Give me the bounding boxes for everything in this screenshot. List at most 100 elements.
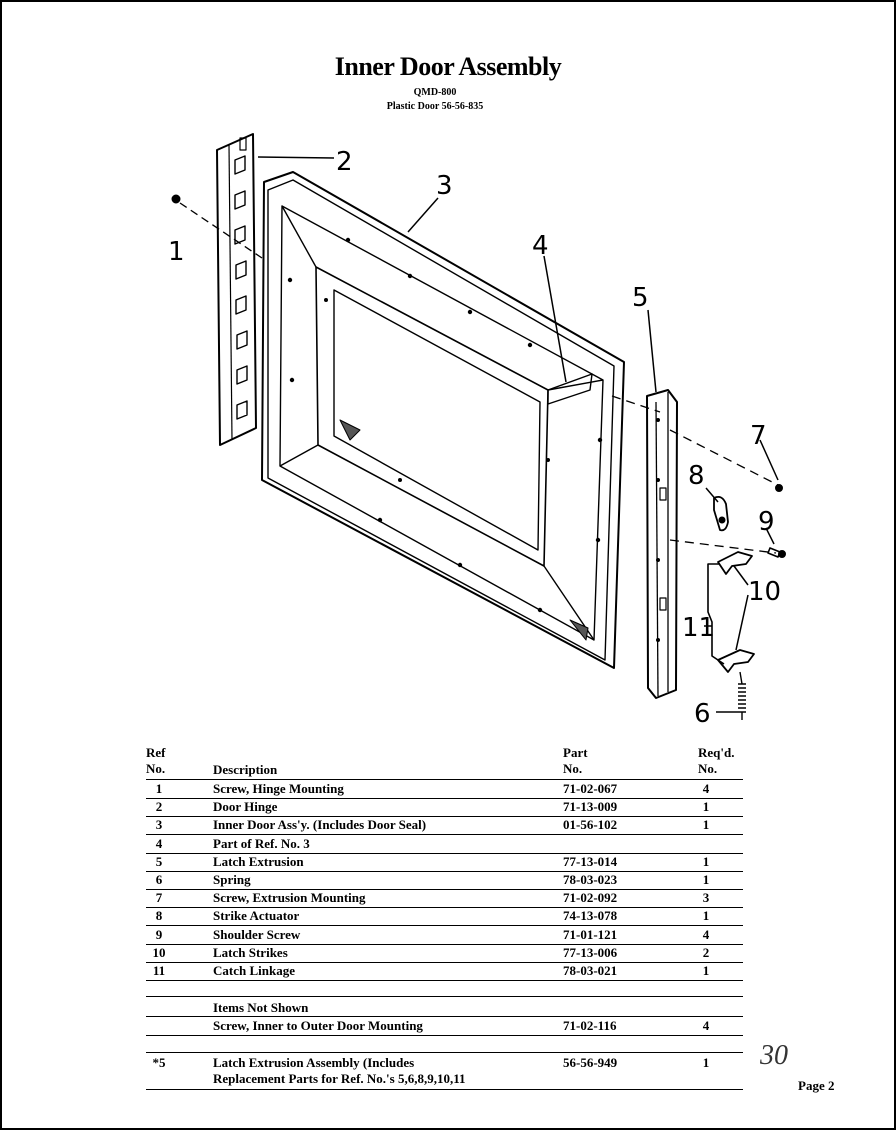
callout-5: 5 [632, 283, 649, 313]
section-rule-2 [146, 1016, 743, 1017]
hinge-mounting-screw [171, 194, 263, 259]
row-rule [146, 870, 743, 872]
cell-description: Screw, Hinge Mounting [213, 781, 344, 796]
cell-part: 77-13-014 [563, 853, 618, 869]
cell-description: Latch Extrusion [213, 853, 304, 869]
callout-11: 11 [682, 613, 715, 643]
cell-ref: 7 [155, 890, 163, 906]
callout-8: 8 [688, 461, 705, 491]
callout-9: 9 [758, 507, 775, 537]
callout-3: 3 [436, 171, 453, 201]
table-row: 10 Latch Strikes 77-13-006 2 [146, 945, 743, 963]
row-rule [146, 961, 743, 963]
latch-extrusion [646, 389, 678, 699]
cell-part: 78-03-023 [563, 872, 618, 887]
cell-description: Spring [213, 872, 251, 887]
table-row: 4 Part of Ref. No. 3 [146, 836, 743, 854]
cell-description: Part of Ref. No. 3 [213, 835, 310, 851]
cell-qty: 1 [702, 817, 710, 833]
assembly-top-rule [146, 1052, 743, 1053]
cell-qty: 1 [702, 853, 710, 869]
cell-qty: 4 [702, 926, 710, 942]
row-rule [146, 816, 743, 818]
cell-part: 77-13-006 [563, 944, 618, 960]
header-description: Description [213, 762, 278, 777]
header-part: Part No. [563, 745, 588, 776]
spring [738, 671, 746, 720]
cell-ref: 5 [155, 853, 163, 869]
shoulder-screw [767, 547, 786, 558]
assembly-guide-lines [611, 395, 779, 554]
table-row: 6 Spring 78-03-023 1 [146, 872, 743, 890]
cell-description: Catch Linkage [213, 963, 295, 978]
cell-ref: 2 [155, 799, 163, 815]
assembly-row: *5 Latch Extrusion Assembly (Includes Re… [152, 1055, 710, 1086]
cell-part: 71-02-092 [563, 890, 618, 906]
section-rule [146, 996, 743, 997]
exploded-parts-diagram: 1 2 3 4 5 6 7 8 9 10 11 [168, 133, 786, 729]
cell-ref: 9 [155, 926, 163, 942]
row-rule [146, 980, 743, 981]
table-row: 5 Latch Extrusion 77-13-014 1 [146, 854, 743, 872]
cell-part: 78-03-021 [563, 963, 618, 978]
callout-1: 1 [168, 237, 185, 267]
cell-ref: 1 [155, 781, 163, 796]
inner-door-frame [261, 171, 625, 669]
cell-description: Screw, Extrusion Mounting [213, 890, 366, 906]
cell-ref: 6 [155, 872, 163, 887]
header-qty: Req'd. No. [698, 745, 735, 776]
row-rule [146, 889, 743, 890]
strike-actuator [713, 495, 729, 532]
cell-qty: 4 [702, 781, 710, 796]
row-rule [146, 834, 743, 836]
callout-leader-lines [257, 156, 779, 713]
cell-ref: 4 [155, 835, 163, 851]
callout-10: 10 [748, 577, 781, 607]
cell-description: Inner Door Ass'y. (Includes Door Seal) [213, 817, 427, 833]
handwritten-mark: 30 [760, 1040, 788, 1071]
cell-qty: 1 [702, 872, 710, 887]
callout-labels: 1 2 3 4 5 6 7 8 9 10 11 [168, 147, 781, 729]
cell-description: Latch Strikes [213, 944, 288, 960]
row-rule [146, 925, 743, 927]
cell-part: 71-13-009 [563, 799, 618, 815]
latch-strike-lower [717, 649, 755, 673]
callout-2: 2 [336, 147, 353, 177]
table-row: 2 Door Hinge 71-13-009 1 [146, 799, 743, 817]
cell-qty: 3 [702, 890, 710, 906]
not-shown-rule [146, 1035, 743, 1036]
cell-part: 74-13-078 [563, 908, 618, 924]
cell-qty: 1 [702, 799, 710, 815]
cell-ref: 11 [152, 963, 166, 978]
assembly-description-line1: Latch Extrusion Assembly (Includes [213, 1055, 415, 1070]
catch-linkage [707, 563, 725, 665]
extrusion-mounting-screw [775, 484, 783, 492]
cell-part: 01-56-102 [563, 817, 618, 833]
table-row: 7 Screw, Extrusion Mounting 71-02-092 3 [146, 890, 743, 908]
row-rule [146, 852, 743, 854]
assembly-bottom-rule [146, 1089, 743, 1090]
assembly-description-line2: Replacement Parts for Ref. No.'s 5,6,8,9… [213, 1071, 466, 1086]
header-rule [146, 779, 743, 780]
callout-6: 6 [694, 699, 711, 729]
row-rule [146, 907, 743, 909]
row-rule [146, 798, 743, 799]
not-shown-heading: Items Not Shown [213, 1000, 309, 1015]
cell-description: Door Hinge [213, 799, 278, 815]
cell-ref: 10 [152, 944, 166, 960]
cell-ref: 8 [155, 908, 163, 924]
door-hinge [216, 133, 257, 446]
header-ref: Ref No. [146, 745, 166, 776]
not-shown-row: Screw, Inner to Outer Door Mounting 71-0… [213, 1018, 710, 1033]
callout-4: 4 [532, 231, 549, 261]
latch-strike-upper [717, 551, 753, 575]
cell-description: Shoulder Screw [213, 926, 301, 942]
model-number: QMD-800 [413, 87, 457, 98]
row-rule [146, 943, 743, 945]
page-title: Inner Door Assembly [334, 52, 562, 81]
cell-qty: 2 [702, 944, 710, 960]
